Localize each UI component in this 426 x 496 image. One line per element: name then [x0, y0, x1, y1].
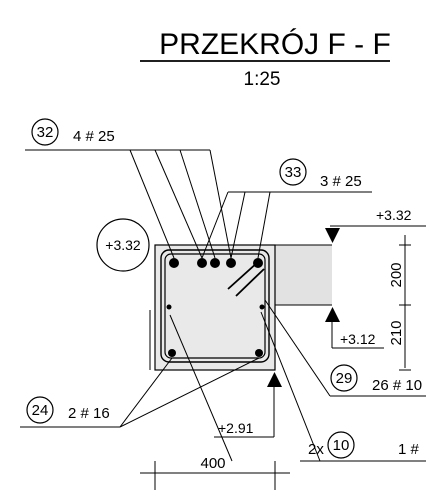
callout-29-text: 26 # 10	[372, 377, 422, 394]
callout-33-number: 33	[285, 164, 302, 181]
section-scale: 1:25	[244, 69, 281, 90]
callout-33-bubble	[279, 158, 307, 186]
dimension-slab-thickness: 200	[388, 262, 405, 287]
top-bar	[197, 258, 207, 268]
slab-section	[275, 245, 332, 305]
callout-10-arrow	[169, 314, 233, 462]
side-bar	[166, 304, 172, 310]
bottom-bar	[168, 349, 176, 357]
elevation-slab-top: +3.32	[376, 207, 412, 223]
callout-32-text: 4 # 25	[73, 128, 115, 145]
bottom-bar	[255, 349, 263, 357]
callout-32-arrow	[209, 149, 232, 259]
dimension-lower-segment: 210	[388, 320, 405, 345]
callout-29-arrow	[264, 299, 331, 397]
elevation-beam-top-bubble	[96, 218, 150, 272]
stirrup-hook-2	[235, 268, 265, 297]
elevation-beam-bottom: +2.91	[218, 420, 254, 436]
side-bar	[259, 304, 265, 310]
callout-24-arrow	[119, 357, 260, 428]
callout-24-arrow	[119, 357, 173, 428]
elevation-slab-bottom-marker	[325, 307, 340, 322]
elevation-slab-bottom: +3.12	[340, 331, 376, 347]
callout-33-arrow	[201, 191, 229, 259]
callout-33-text: 3 # 25	[320, 173, 362, 190]
dimension-beam-width: 400	[200, 455, 225, 472]
callout-32-bubble	[31, 118, 59, 146]
callout-29-bubble	[330, 364, 358, 392]
top-bar	[253, 258, 263, 268]
callout-10-arrow	[260, 311, 321, 462]
callout-10-prefix: 2x	[308, 441, 324, 458]
callout-32-arrow	[154, 149, 203, 259]
elevation-beam-bottom-marker	[267, 372, 282, 387]
top-bar	[226, 258, 236, 268]
section-title: PRZEKRÓJ F - F	[159, 28, 391, 61]
callout-32-arrow	[179, 149, 216, 259]
top-bar	[210, 258, 220, 268]
callout-29-number: 29	[336, 370, 353, 387]
callout-10-text: 1 #	[398, 441, 420, 458]
elevation-beam-top: +3.32	[105, 237, 141, 253]
callout-24-text: 2 # 16	[68, 405, 110, 422]
top-bar	[169, 258, 179, 268]
callout-10-number: 10	[333, 437, 350, 454]
callout-32-number: 32	[37, 124, 54, 141]
callout-32-arrow	[129, 149, 175, 259]
callout-24-bubble	[26, 396, 54, 424]
callout-10-bubble	[327, 431, 355, 459]
callout-33-arrow	[257, 191, 271, 259]
stirrup-inner	[164, 253, 266, 359]
callout-33-arrow	[230, 191, 246, 259]
stirrup-hook-1	[227, 261, 259, 290]
elevation-slab-top-marker	[325, 228, 340, 243]
callout-24-number: 24	[32, 402, 49, 419]
